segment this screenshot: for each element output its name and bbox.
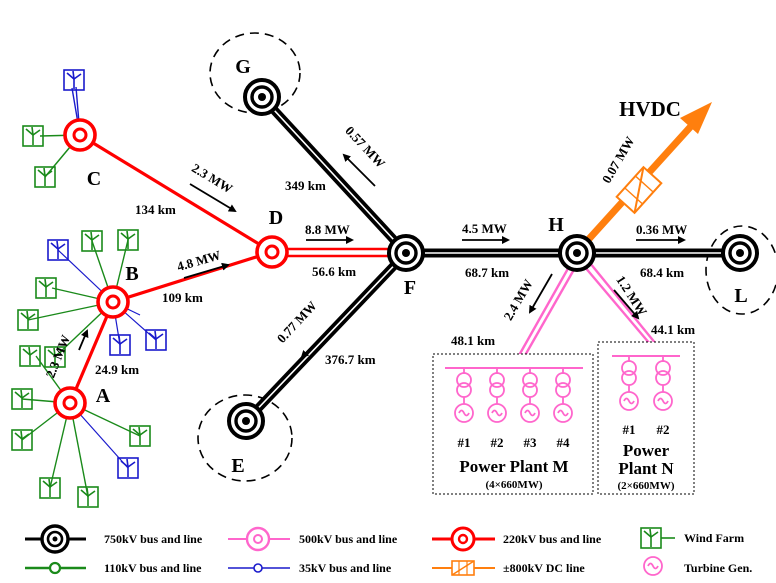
bus-labels: G C D B A F H L E HVDC <box>87 56 748 477</box>
kv500-lines <box>511 262 657 367</box>
legend-kv500: 500kV bus and line <box>228 526 398 552</box>
dist-df: 56.6 km <box>312 264 356 279</box>
wind-farm-icon <box>11 429 33 451</box>
plant-n-capacity: (2×660MW) <box>618 480 675 492</box>
legend-dc-label: ±800kV DC line <box>503 561 585 575</box>
wind-farm-icon <box>39 477 61 499</box>
dist-hl: 68.4 km <box>640 265 684 280</box>
plant-m-capacity: (4×660MW) <box>486 479 543 491</box>
wind-farm-icon <box>34 166 56 188</box>
bus-label-g: G <box>235 56 251 78</box>
legend-kv110-label: 110kV bus and line <box>104 561 202 575</box>
area-e <box>197 394 293 482</box>
wind-farm-icon <box>17 309 39 331</box>
flow-hvdc: 0.07 MW <box>599 134 638 186</box>
bus-f <box>387 234 425 272</box>
flow-fe: 0.77 MW <box>274 298 320 346</box>
bus-a <box>53 386 87 420</box>
bus-e <box>227 402 265 440</box>
kv750-lines <box>242 93 740 425</box>
bus-label-e: E <box>231 455 244 477</box>
dist-ab: 24.9 km <box>95 362 139 377</box>
bus-c <box>63 118 97 152</box>
flow-df: 8.8 MW <box>305 222 350 237</box>
legend-wind-label: Wind Farm <box>684 531 744 545</box>
wind-farm-icon <box>77 486 99 508</box>
dist-fe: 376.7 km <box>325 352 376 367</box>
flow-hl: 0.36 MW <box>636 222 687 237</box>
wind-farm-icon <box>81 230 103 252</box>
legend-kv220: 220kV bus and line <box>432 526 602 552</box>
power-plant-n: #1 #2 Power Plant N (2×660MW) <box>597 341 695 495</box>
flow-hm: 2.4 MW <box>500 277 535 323</box>
power-plant-m: #1 #2 #3 #4 Power Plant M (4×660MW) <box>432 353 594 495</box>
bus-label-l: L <box>734 285 747 307</box>
bus-label-a: A <box>96 385 111 407</box>
area-l <box>705 225 776 315</box>
plant-m-name: Power Plant M <box>459 457 568 476</box>
wind-farm-icon <box>129 425 151 447</box>
legend-kv750: 750kV bus and line <box>25 524 203 554</box>
bus-g <box>243 78 281 116</box>
flow-fh: 4.5 MW <box>462 221 507 236</box>
distance-labels: 24.9 km 109 km 134 km 56.6 km 349 km 376… <box>95 178 695 377</box>
wind-farm-icon <box>117 229 139 251</box>
legend: 750kV bus and line 500kV bus and line 22… <box>25 524 752 576</box>
hvdc-label: HVDC <box>619 97 681 121</box>
legend-kv750-label: 750kV bus and line <box>104 532 203 546</box>
bus-h <box>558 234 596 272</box>
wind-farm-icon <box>63 69 85 91</box>
bus-label-c: C <box>87 168 101 190</box>
bus-l <box>721 234 759 272</box>
bus-label-d: D <box>269 207 283 229</box>
wind-farm-icon <box>109 334 131 356</box>
bus-label-f: F <box>404 277 416 299</box>
dist-cd: 134 km <box>135 202 176 217</box>
dist-fg: 349 km <box>285 178 326 193</box>
bus-label-h: H <box>548 214 564 236</box>
plant-m-unit-4: #4 <box>557 435 571 450</box>
dist-fh: 68.7 km <box>465 265 509 280</box>
legend-dc: ±800kV DC line <box>432 560 585 576</box>
legend-kv110: 110kV bus and line <box>25 561 202 575</box>
wind-farm-icon <box>640 527 662 549</box>
dist-bd: 109 km <box>162 290 203 305</box>
plant-n-unit-2: #2 <box>657 422 670 437</box>
plant-m-unit-2: #2 <box>491 435 504 450</box>
hvdc-line <box>585 102 712 243</box>
flow-fg: 0.57 MW <box>342 123 388 171</box>
legend-wind: Wind Farm <box>640 527 744 549</box>
kv220-lines <box>68 133 406 404</box>
plant-n-name-1: Power <box>623 441 670 460</box>
plant-n-unit-1: #1 <box>623 422 636 437</box>
wind-farm-icon <box>19 345 41 367</box>
bus-label-b: B <box>125 263 138 285</box>
bus-b <box>96 285 130 319</box>
wind-farm-icon <box>117 457 139 479</box>
plant-m-unit-1: #1 <box>458 435 471 450</box>
plant-m-unit-3: #3 <box>524 435 538 450</box>
flow-cd: 2.3 MW <box>189 160 235 196</box>
dist-hm: 48.1 km <box>451 333 495 348</box>
legend-turbine-label: Turbine Gen. <box>684 561 752 575</box>
dc-converter-icon <box>615 165 663 215</box>
legend-kv220-label: 220kV bus and line <box>503 532 602 546</box>
wind-farm-icon <box>145 329 167 351</box>
legend-kv35-label: 35kV bus and line <box>299 561 392 575</box>
legend-kv500-label: 500kV bus and line <box>299 532 398 546</box>
flow-ab: 2.3 MW <box>42 333 73 380</box>
bus-d <box>255 235 289 269</box>
legend-kv35: 35kV bus and line <box>228 561 392 575</box>
plant-n-name-2: Plant N <box>618 459 674 478</box>
legend-turbine: Turbine Gen. <box>643 556 752 576</box>
dist-hn: 44.1 km <box>651 322 695 337</box>
